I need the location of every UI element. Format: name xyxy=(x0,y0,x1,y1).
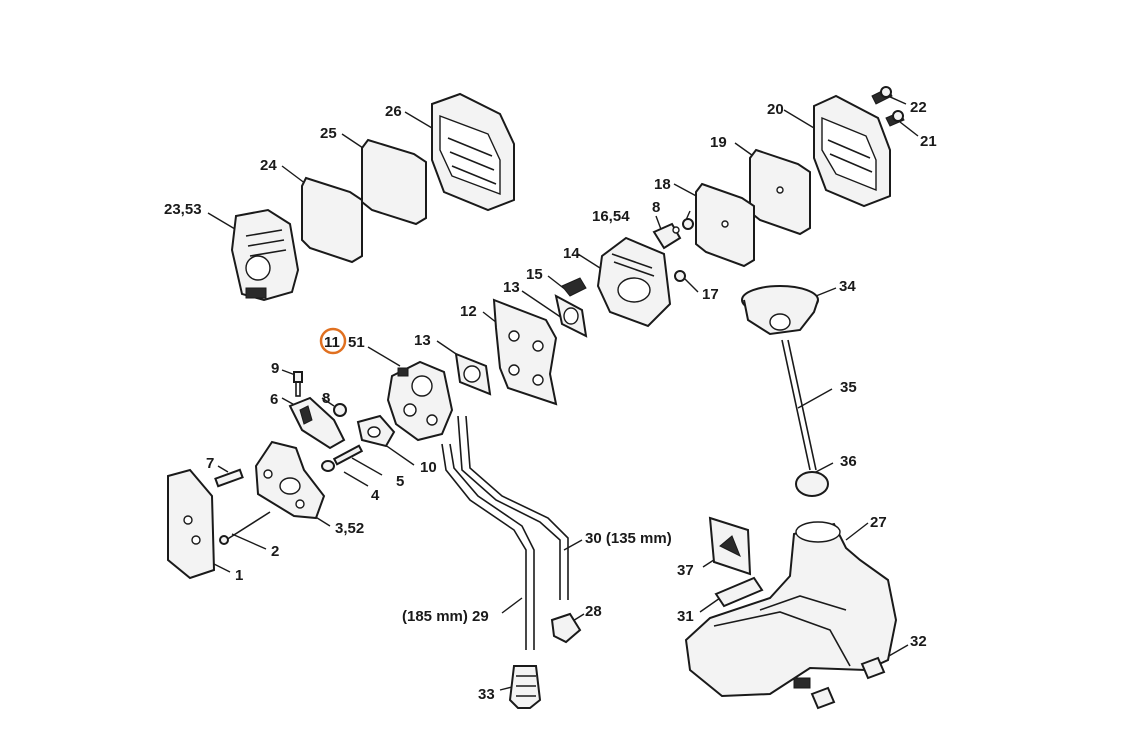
gasket-1 xyxy=(167,468,216,580)
part-labels: 1 2 3,52 4 5 6 7 8 8 9 10 11 51 12 13 13… xyxy=(164,99,937,703)
washer-4 xyxy=(321,460,335,472)
label-13-upper: 13 xyxy=(503,279,520,296)
label-34: 34 xyxy=(839,278,856,295)
gasket-13-upper xyxy=(554,294,588,338)
filter-element-25 xyxy=(361,138,427,226)
screw-2 xyxy=(219,511,271,545)
pad-31 xyxy=(714,576,764,608)
gasket-10 xyxy=(356,414,396,448)
filter-element-18 xyxy=(695,182,755,268)
fuel-line-30 xyxy=(457,415,569,600)
fuel-filter-33 xyxy=(508,665,542,709)
label-3-52: 3,52 xyxy=(335,520,364,537)
label-28: 28 xyxy=(585,603,602,620)
label-31: 31 xyxy=(677,608,694,625)
filter-element-19 xyxy=(749,148,811,236)
label-13-lower: 13 xyxy=(414,332,431,349)
label-36: 36 xyxy=(840,453,857,470)
label-6: 6 xyxy=(270,391,278,408)
choke-15 xyxy=(561,277,587,297)
filter-cover-20 xyxy=(813,94,891,208)
gasket-13-lower xyxy=(454,352,492,396)
fuel-tank-27 xyxy=(684,521,898,698)
pickup-hose-35 xyxy=(781,339,817,471)
label-8-lower: 8 xyxy=(322,390,330,407)
screw-9 xyxy=(293,371,303,397)
label-35: 35 xyxy=(840,379,857,396)
label-16-54: 16,54 xyxy=(592,208,630,225)
label-26: 26 xyxy=(385,103,402,120)
plate-12 xyxy=(492,298,558,406)
label-11: 11 xyxy=(324,334,340,351)
label-24: 24 xyxy=(260,157,277,174)
pad-32-a xyxy=(860,656,886,680)
label-18: 18 xyxy=(654,176,671,193)
label-1: 1 xyxy=(235,567,243,584)
label-23-53: 23,53 xyxy=(164,201,202,218)
label-15: 15 xyxy=(526,266,543,283)
label-14: 14 xyxy=(563,245,580,262)
label-12: 12 xyxy=(460,303,477,320)
filter-element-24 xyxy=(301,176,363,264)
carburetor-11-51 xyxy=(386,360,454,442)
screw-22 xyxy=(871,86,893,105)
label-4: 4 xyxy=(371,487,380,504)
label-7: 7 xyxy=(206,455,214,472)
label-27: 27 xyxy=(870,514,887,531)
pad-32-b xyxy=(810,686,836,710)
label-10: 10 xyxy=(420,459,437,476)
filter-cover-26 xyxy=(431,92,515,212)
label-25: 25 xyxy=(320,125,337,142)
screw-7 xyxy=(214,468,244,488)
label-22: 22 xyxy=(910,99,927,116)
label-2: 2 xyxy=(271,543,279,560)
nut-8-lower xyxy=(333,403,347,417)
label-5: 5 xyxy=(396,473,404,490)
flange-3-52 xyxy=(254,440,326,520)
nut-8-upper xyxy=(682,218,694,230)
highlight-ring-11 xyxy=(319,327,347,355)
bolt-5 xyxy=(332,444,364,466)
screw-21 xyxy=(885,110,905,127)
label-17: 17 xyxy=(702,286,719,303)
label-19: 19 xyxy=(710,134,727,151)
screw-16-54 xyxy=(652,222,682,250)
label-33: 33 xyxy=(478,686,495,703)
label-37 xyxy=(708,516,752,576)
label-20: 20 xyxy=(767,101,784,118)
label-32: 32 xyxy=(910,633,927,650)
fuel-line-29 xyxy=(441,443,535,650)
nut-17 xyxy=(674,270,686,282)
grommet-28 xyxy=(550,612,582,644)
cap-6 xyxy=(288,396,346,450)
label-29: (185 mm) 29 xyxy=(402,608,489,625)
filter-housing-base xyxy=(230,208,300,302)
label-37: 37 xyxy=(677,562,694,579)
filter-base-14 xyxy=(596,236,672,328)
fuel-cap-34 xyxy=(741,285,819,336)
label-21: 21 xyxy=(920,133,937,150)
pickup-36 xyxy=(795,471,829,497)
label-51: 51 xyxy=(348,334,365,351)
label-9: 9 xyxy=(271,360,279,377)
label-30: 30 (135 mm) xyxy=(585,530,672,547)
label-8-upper: 8 xyxy=(652,199,660,216)
